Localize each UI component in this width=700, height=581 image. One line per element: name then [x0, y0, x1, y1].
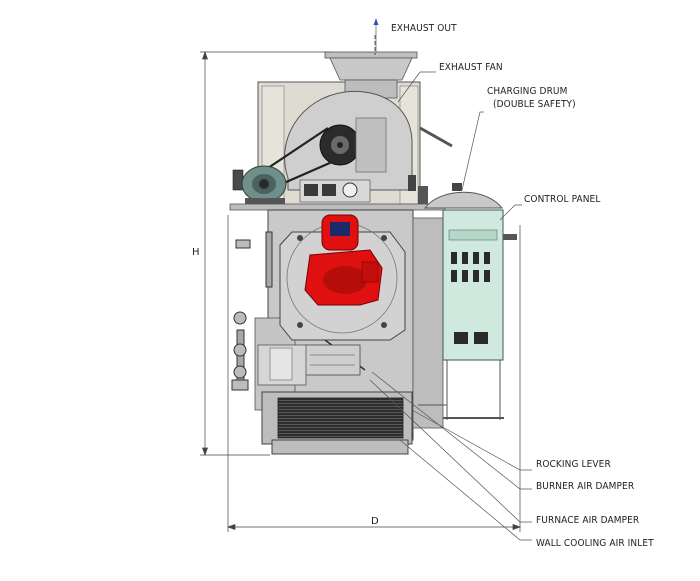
bolt-heads — [297, 235, 387, 328]
wall-cooling-grille — [261, 391, 413, 445]
label-wall-cooling-air-inlet: WALL COOLING AIR INLET — [536, 538, 654, 549]
label-charging-drum: CHARGING DRUM — [487, 86, 568, 97]
label-furnace-air-damper: FURNACE AIR DAMPER — [536, 515, 640, 526]
fan-motor — [232, 165, 287, 204]
ash-box — [257, 344, 307, 386]
label-rocking-lever: ROCKING LEVER — [536, 459, 611, 470]
machine-base — [271, 439, 409, 455]
dimension-label-height: H — [192, 247, 200, 258]
gauge-cluster — [299, 175, 416, 203]
burner — [304, 214, 383, 306]
burner-air-damper — [304, 344, 361, 376]
dimension-label-depth: D — [371, 516, 379, 527]
label-exhaust-out: EXHAUST OUT — [391, 23, 457, 34]
label-charging-drum-sub: (DOUBLE SAFETY) — [493, 99, 576, 110]
leader-lines — [369, 18, 532, 541]
mid-shelf — [229, 203, 446, 211]
label-exhaust-fan: EXHAUST FAN — [439, 62, 503, 73]
control-panel — [442, 209, 517, 361]
left-pipework — [231, 231, 273, 391]
dimension-height — [200, 50, 330, 457]
control-panel-frame — [418, 360, 504, 420]
label-control-panel: CONTROL PANEL — [524, 194, 601, 205]
exhaust-outlet — [324, 35, 418, 99]
control-panel-switches — [451, 252, 490, 344]
label-burner-air-damper: BURNER AIR DAMPER — [536, 481, 635, 492]
dimension-depth — [226, 215, 522, 532]
exhaust-fan — [284, 90, 453, 191]
charging-drum — [418, 183, 504, 209]
